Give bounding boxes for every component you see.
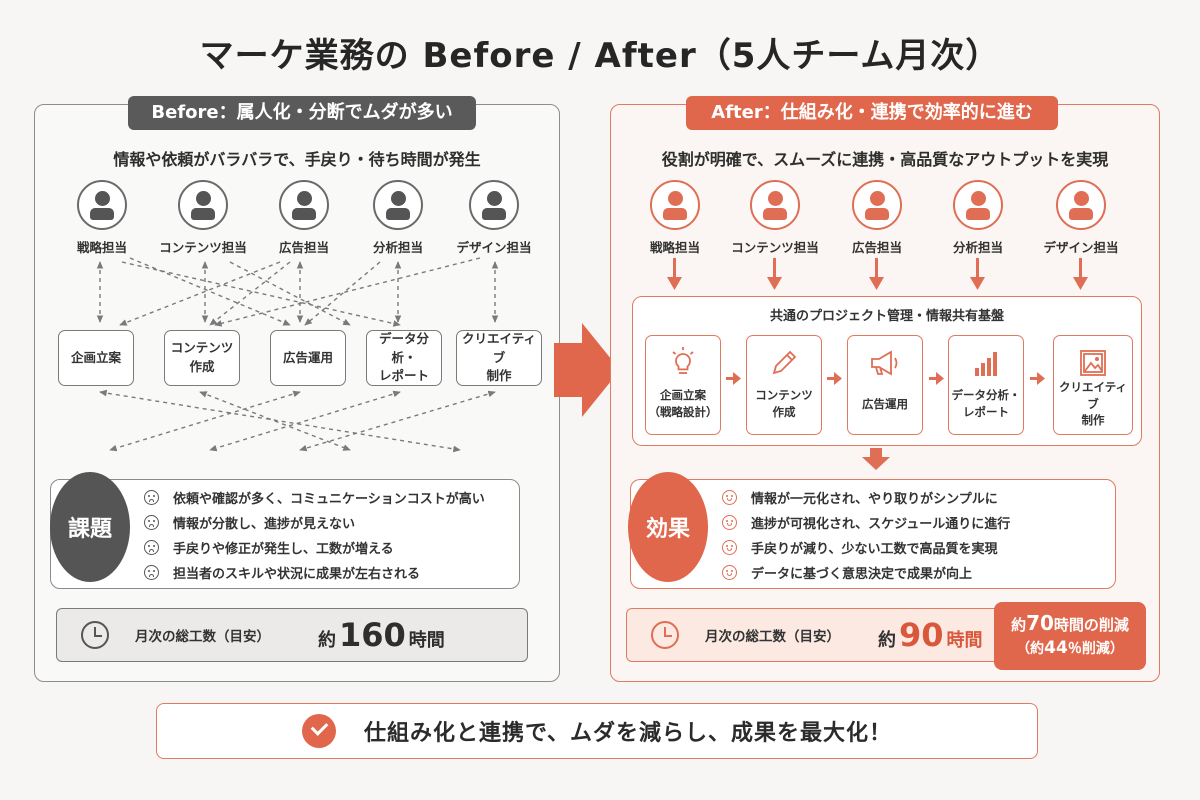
person-icon [953, 180, 1003, 230]
after-role-strategy: 戦略担当 [620, 180, 730, 256]
clock-icon [81, 621, 109, 649]
bar-chart-icon [949, 336, 1023, 382]
check-circle-icon [301, 714, 336, 748]
before-subtitle: 情報や依頼がバラバラで、手戻り・待ち時間が発生 [113, 150, 481, 169]
effects-label: 効果 [628, 472, 708, 582]
issues-label: 課題 [50, 472, 130, 582]
sad-face-icon [144, 515, 159, 530]
before-role-ads: 広告担当 [249, 180, 359, 256]
sad-face-icon [144, 490, 159, 505]
before-banner: Before：属人化・分断でムダが多い [128, 96, 476, 130]
before-task-content: コンテンツ作成 [164, 330, 240, 386]
sad-face-icon [144, 540, 159, 555]
after-role-ads: 広告担当 [822, 180, 932, 256]
smile-face-icon [722, 540, 737, 555]
before-task-creative: クリエイティブ制作 [456, 330, 542, 386]
after-role-analytics: 分析担当 [923, 180, 1033, 256]
person-icon [1056, 180, 1106, 230]
list-item: データに基づく意思決定で成果が向上 [722, 560, 1010, 585]
list-item: 進捗が可視化され、スケジュール通りに進行 [722, 510, 1010, 535]
pencil-icon [747, 336, 821, 382]
megaphone-icon [848, 336, 922, 382]
page-title: マーケ業務の Before / After（5人チーム月次） [199, 36, 1001, 76]
effects-list: 情報が一元化され、やり取りがシンプルに 進捗が可視化され、スケジュール通りに進行… [722, 485, 1010, 585]
issues-list: 依頼や確認が多く、コミュニケーションコストが高い 情報が分散し、進捗が見えない … [144, 485, 485, 585]
sad-face-icon [144, 565, 159, 580]
after-banner: After：仕組み化・連携で効率的に進む [686, 96, 1058, 130]
after-role-design: デザイン担当 [1026, 180, 1136, 256]
person-icon [750, 180, 800, 230]
person-icon [178, 180, 228, 230]
before-role-strategy: 戦略担当 [47, 180, 157, 256]
after-task-ads: 広告運用 [847, 335, 923, 435]
list-item: 依頼や確認が多く、コミュニケーションコストが高い [144, 485, 485, 510]
before-role-content: コンテンツ担当 [148, 180, 258, 256]
list-item: 情報が分散し、進捗が見えない [144, 510, 485, 535]
after-task-creative: クリエイティブ制作 [1053, 335, 1133, 435]
list-item: 手戻りが減り、少ない工数で高品質を実現 [722, 535, 1010, 560]
after-task-planning: 企画立案（戦略設計） [645, 335, 721, 435]
lightbulb-icon [646, 336, 720, 382]
after-task-content: コンテンツ作成 [746, 335, 822, 435]
person-icon [77, 180, 127, 230]
conclusion-banner: 仕組み化と連携で、ムダを減らし、成果を最大化！ [156, 703, 1038, 759]
smile-face-icon [722, 490, 737, 505]
smile-face-icon [722, 565, 737, 580]
person-icon [852, 180, 902, 230]
reduction-badge: 約70時間の削減 （約44％削減） [994, 602, 1146, 670]
before-task-planning: 企画立案 [58, 330, 134, 386]
list-item: 担当者のスキルや状況に成果が左右される [144, 560, 485, 585]
effects-box [630, 479, 1116, 589]
before-role-analytics: 分析担当 [343, 180, 453, 256]
after-role-content: コンテンツ担当 [720, 180, 830, 256]
person-icon [650, 180, 700, 230]
smile-face-icon [722, 515, 737, 530]
person-icon [469, 180, 519, 230]
after-subtitle: 役割が明確で、スムーズに連携・高品質なアウトプットを実現 [661, 150, 1109, 169]
list-item: 情報が一元化され、やり取りがシンプルに [722, 485, 1010, 510]
before-role-design: デザイン担当 [439, 180, 549, 256]
person-icon [373, 180, 423, 230]
clock-icon [651, 621, 679, 649]
after-task-analytics: データ分析・レポート [948, 335, 1024, 435]
list-item: 手戻りや修正が発生し、工数が増える [144, 535, 485, 560]
person-icon [279, 180, 329, 230]
before-task-ads: 広告運用 [270, 330, 346, 386]
before-task-analytics: データ分析・レポート [366, 330, 442, 386]
image-icon [1054, 336, 1132, 382]
platform-title: 共通のプロジェクト管理・情報共有基盤 [769, 309, 1004, 324]
